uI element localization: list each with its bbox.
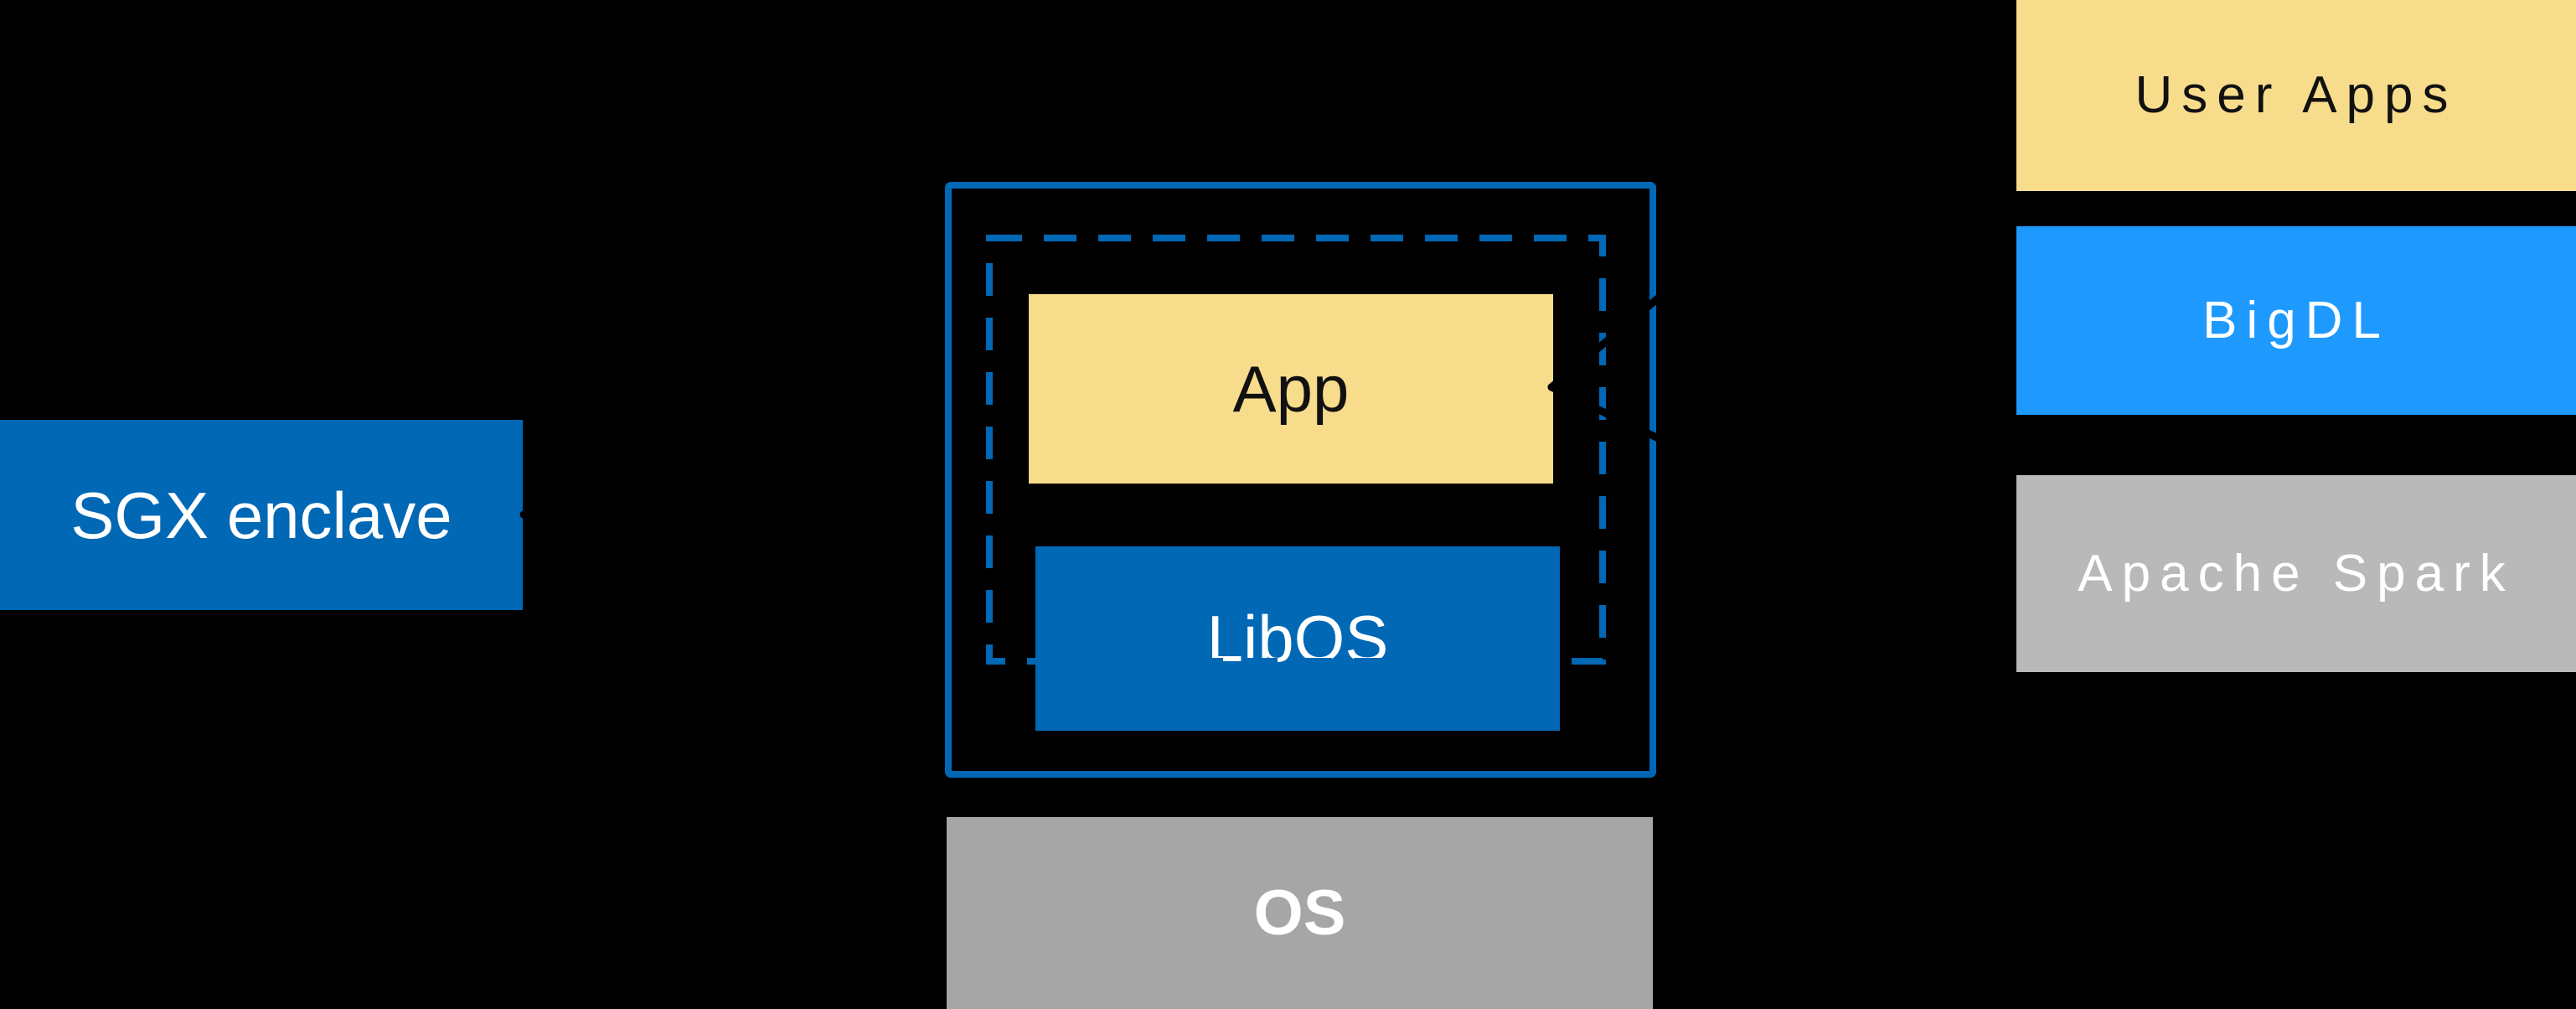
bigdl-box: BigDL bbox=[2016, 226, 2576, 415]
user-apps-box: User Apps bbox=[2016, 0, 2576, 191]
apache-spark-label: Apache Spark bbox=[2078, 544, 2515, 603]
bigdl-label: BigDL bbox=[2202, 291, 2390, 349]
os-box: OS bbox=[947, 817, 1653, 1009]
sgx-enclave-box: SGX enclave bbox=[0, 420, 523, 610]
stack-to-app-lower-line bbox=[1547, 383, 2015, 611]
libos-label: LibOS bbox=[1206, 602, 1389, 675]
user-apps-label: User Apps bbox=[2135, 66, 2458, 124]
os-label: OS bbox=[1253, 877, 1346, 949]
app-label: App bbox=[1232, 352, 1350, 426]
apache-spark-box: Apache Spark bbox=[2016, 475, 2576, 672]
libos-box: LibOS bbox=[1035, 546, 1560, 731]
stack-to-app-upper-line bbox=[1547, 0, 2015, 391]
sgx-enclave-label: SGX enclave bbox=[70, 478, 452, 552]
app-box: App bbox=[1029, 294, 1553, 484]
